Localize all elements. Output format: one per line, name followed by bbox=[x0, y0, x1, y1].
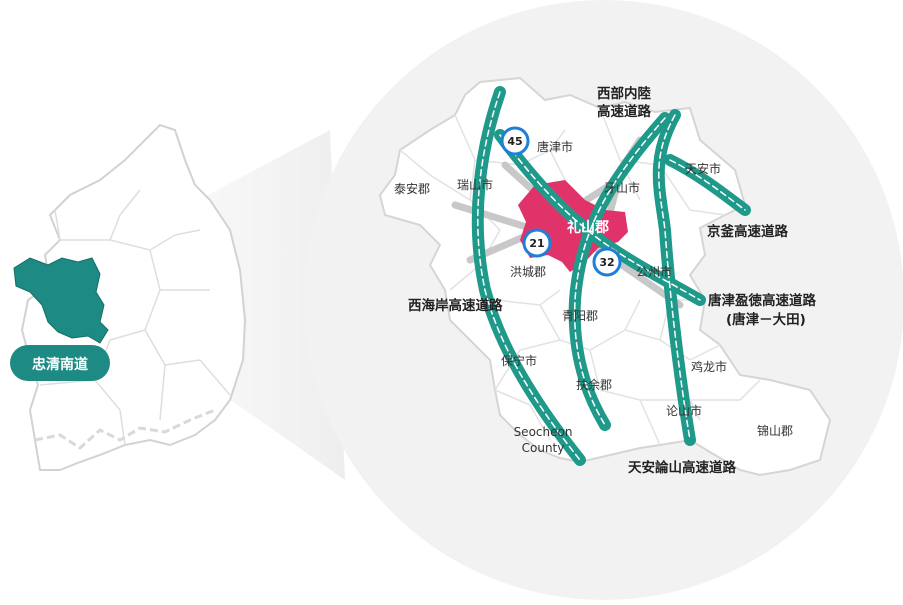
korea-map bbox=[20, 123, 247, 471]
highways bbox=[471, 86, 751, 466]
hw-dangjin-daejeon-line2: (唐津－大田) bbox=[726, 311, 806, 328]
city-cheonan: 天安市 bbox=[685, 161, 721, 176]
province-shape bbox=[13, 257, 109, 344]
city-seosan: 瑞山市 bbox=[457, 177, 493, 192]
city-seocheon-line2: County bbox=[522, 441, 565, 455]
svg-text:21: 21 bbox=[529, 237, 544, 250]
city-dangjin: 唐津市 bbox=[537, 139, 573, 154]
city-taean: 泰安郡 bbox=[394, 181, 430, 196]
city-gongju: 公州市 bbox=[636, 264, 672, 279]
city-seocheon-line1: Seocheon bbox=[514, 425, 573, 439]
svg-text:45: 45 bbox=[507, 135, 522, 148]
hw-cheonan-nonsan: 天安論山高速道路 bbox=[628, 459, 736, 476]
province-badge: 忠清南道 bbox=[10, 345, 110, 381]
hw-gyeongbu: 京釜高速道路 bbox=[707, 223, 788, 240]
hw-west-inland-line2: 高速道路 bbox=[597, 103, 651, 120]
route-badge-32: 32 bbox=[592, 247, 622, 277]
highlight-region-label: 礼山郡 bbox=[567, 219, 609, 236]
svg-text:32: 32 bbox=[599, 256, 614, 269]
city-nonsan: 论山市 bbox=[666, 403, 702, 418]
province-badge-label: 忠清南道 bbox=[32, 356, 88, 373]
city-gyeryong: 鸡龙市 bbox=[691, 359, 727, 374]
city-asan: 牙山市 bbox=[604, 180, 640, 195]
city-hongseong: 洪城郡 bbox=[510, 265, 546, 279]
city-boryeong: 保宁市 bbox=[501, 353, 537, 368]
city-cheongyang: 青阳郡 bbox=[562, 309, 598, 323]
route-badge-21: 21 bbox=[522, 228, 552, 258]
hw-west-inland-line1: 西部内陸 bbox=[597, 85, 651, 102]
city-buyeo: 扶余郡 bbox=[576, 377, 612, 392]
city-geumsan: 锦山郡 bbox=[757, 424, 793, 438]
hw-dangjin-daejeon-line1: 唐津盈徳高速道路 bbox=[708, 292, 816, 309]
province-map bbox=[378, 76, 832, 477]
route-badge-45: 45 bbox=[500, 126, 530, 156]
hw-west-coast: 西海岸高速道路 bbox=[408, 297, 503, 314]
